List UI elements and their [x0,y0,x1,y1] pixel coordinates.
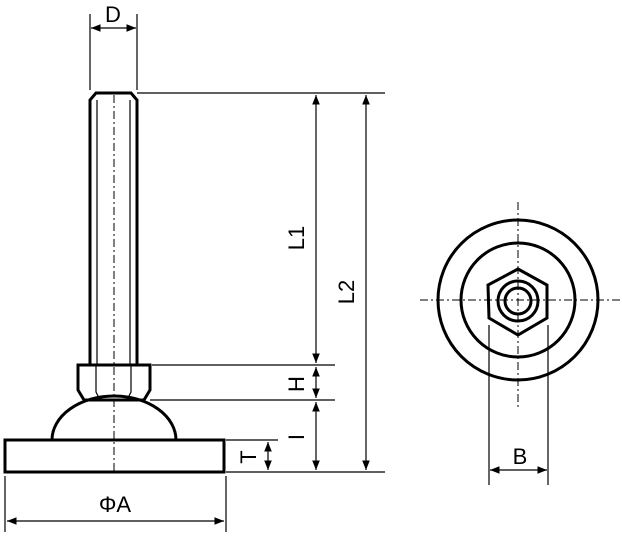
dimension-L2: L2 [334,95,370,470]
threaded-stud [88,91,139,365]
dimension-H: H [284,367,320,398]
dimension-L1: L1 [284,95,320,363]
dimension-I: I [284,402,320,470]
label-D: D [105,2,121,27]
label-B: B [513,444,528,469]
hex-nut-top [486,267,549,337]
label-L1: L1 [284,226,309,250]
label-T: T [236,450,261,463]
dimension-B: B [490,444,547,474]
side-view [3,91,226,474]
label-A: ΦA [99,492,132,517]
stud-outer-circle [496,279,540,323]
dimension-A: ΦA [7,492,224,525]
top-view [420,202,622,485]
label-H: H [284,376,309,392]
base-plate [3,438,226,474]
base-outer-circle [436,218,600,382]
label-I: I [284,434,309,440]
dimension-T: T [236,442,272,470]
dimension-D: D [91,2,136,32]
label-L2: L2 [334,280,359,304]
extension-lines [4,14,385,532]
dome-circle [459,241,577,359]
stud-inner-circle [503,286,533,316]
